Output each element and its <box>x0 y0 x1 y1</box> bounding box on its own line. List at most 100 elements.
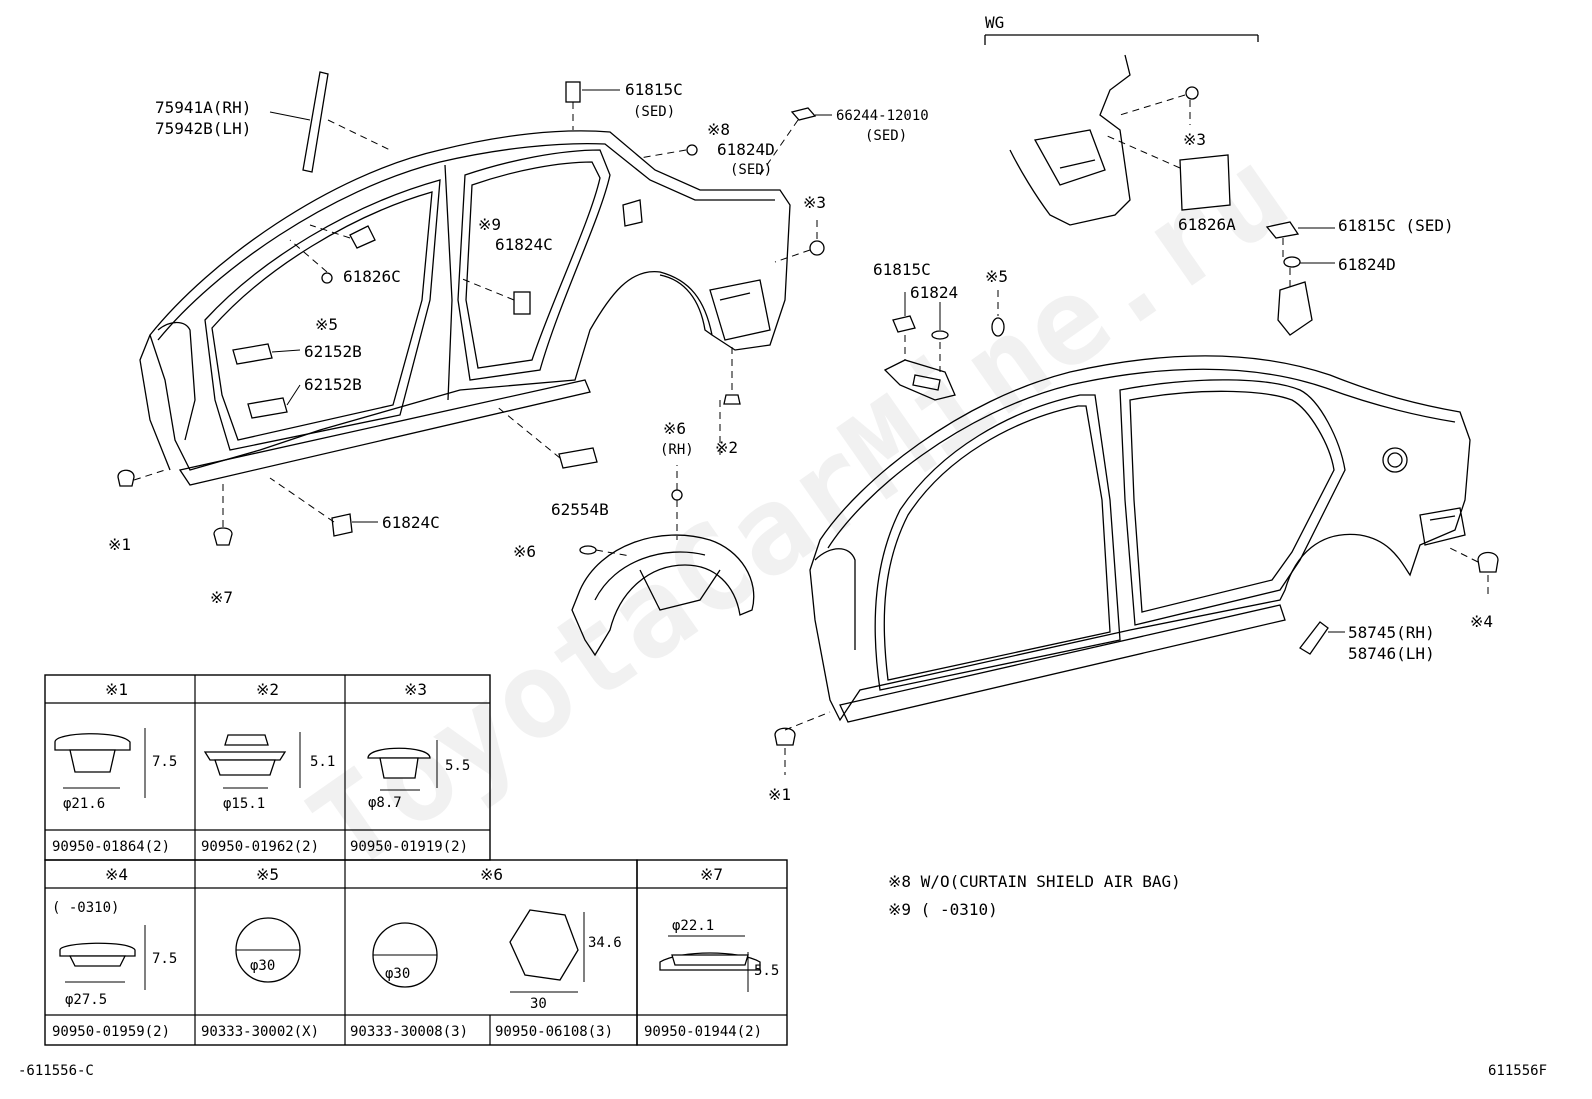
plug-5a <box>321 272 333 284</box>
part-no-1: 90950-01864(2) <box>52 839 170 855</box>
label-rh: (RH) <box>660 442 694 458</box>
label-61815c-sed: 61815C (SED) <box>1338 216 1454 235</box>
cell-head-5: ※5 <box>256 865 279 884</box>
plug-1a <box>117 469 135 487</box>
plug-61824d-r <box>1283 256 1301 268</box>
label-61826a: 61826A <box>1178 215 1236 234</box>
plug-6rh <box>671 489 683 501</box>
dim-4-d: φ27.5 <box>65 992 107 1008</box>
label-sed-2: (SED) <box>865 128 907 144</box>
ref-code-left: -611556-C <box>18 1063 94 1079</box>
pad-62152b-a <box>232 343 273 365</box>
plug-6 <box>579 545 597 555</box>
dim-4-h: 7.5 <box>152 951 177 967</box>
label-61824c-a: 61824C <box>495 235 553 254</box>
label-note3b: ※3 <box>1183 130 1206 149</box>
label-61824c-b: 61824C <box>382 513 440 532</box>
dim-6-h: 34.6 <box>588 935 622 951</box>
label-note8: ※8 <box>707 120 730 139</box>
tag-61815c-sed <box>1265 221 1300 239</box>
watermark: ToyotaCarMine.ru <box>286 122 1313 899</box>
part-no-3: 90950-01919(2) <box>350 839 468 855</box>
label-58746: 58746(LH) <box>1348 644 1435 663</box>
dim-6-d: φ30 <box>385 966 410 982</box>
label-note6-rh: ※6 <box>663 419 686 438</box>
hex-pad-6 <box>509 909 579 981</box>
dim-2-d: φ15.1 <box>223 796 265 812</box>
wheel-liner <box>571 534 755 657</box>
label-note5b: ※5 <box>985 267 1008 286</box>
label-62152b-b: 62152B <box>304 375 362 394</box>
label-61815c-top: 61815C <box>625 80 683 99</box>
right-leaders <box>784 547 1489 775</box>
label-75941a: 75941A(RH) <box>155 98 251 117</box>
part-no-5: 90333-30002(X) <box>201 1024 319 1040</box>
label-61824d: 61824D <box>717 140 775 159</box>
label-note4: ※4 <box>1470 612 1493 631</box>
molding-part <box>302 71 329 173</box>
dim-7-h: 5.5 <box>754 963 779 979</box>
fastener-table <box>44 674 788 1046</box>
cell-head-1: ※1 <box>105 680 128 699</box>
plug-1b <box>774 727 796 746</box>
left-leaders <box>133 89 832 557</box>
cell-head-6: ※6 <box>480 865 503 884</box>
clip-2 <box>723 394 741 405</box>
label-note9: ※9 <box>478 215 501 234</box>
note-4: ( -0310) <box>52 900 119 916</box>
wg-inset <box>984 34 1335 336</box>
label-61824d-r: 61824D <box>1338 255 1396 274</box>
left-parts <box>117 71 825 657</box>
part-no-7: 90950-01944(2) <box>644 1024 762 1040</box>
tag-61815c-m <box>892 315 916 333</box>
table-drawings <box>54 728 761 993</box>
label-note5a: ※5 <box>315 315 338 334</box>
label-sed-3: (SED) <box>730 162 772 178</box>
plug-4 <box>1477 551 1499 573</box>
label-61826c: 61826C <box>343 267 401 286</box>
plug-61824d <box>686 144 698 156</box>
trim-58745 <box>1299 621 1329 655</box>
table-text: ※1 ※2 ※3 7.5 φ21.6 5.1 φ15.1 5.5 φ8.7 90… <box>52 680 779 1040</box>
plug-3a <box>809 240 825 256</box>
dim-1-d: φ21.6 <box>63 796 105 812</box>
label-sed-1: (SED) <box>633 104 675 120</box>
dim-7-d: φ22.1 <box>672 918 714 934</box>
plug-5b <box>991 317 1005 337</box>
right-parts <box>774 290 1499 746</box>
callout-labels: 75941A(RH) 75942B(LH) 61815C (SED) 66244… <box>18 13 1547 1079</box>
part-no-4: 90950-01959(2) <box>52 1024 170 1040</box>
pad-62152b-b <box>247 397 288 419</box>
label-62554b: 62554B <box>551 500 609 519</box>
dim-2-h: 5.1 <box>310 754 335 770</box>
part-no-2: 90950-01962(2) <box>201 839 319 855</box>
legend-note9: ※9 ( -0310) <box>888 900 998 919</box>
dim-6-w: 30 <box>530 996 547 1012</box>
right-body-side-panel <box>809 355 1471 723</box>
label-75942b: 75942B(LH) <box>155 119 251 138</box>
label-note6: ※6 <box>513 542 536 561</box>
cell-head-7: ※7 <box>700 865 723 884</box>
label-note3a: ※3 <box>803 193 826 212</box>
part-no-6b: 90950-06108(3) <box>495 1024 613 1040</box>
left-body-side-panel <box>139 130 791 486</box>
label-58745: 58745(RH) <box>1348 623 1435 642</box>
dim-5-d: φ30 <box>250 958 275 974</box>
part-no-6a: 90333-30008(3) <box>350 1024 468 1040</box>
dim-3-d: φ8.7 <box>368 795 402 811</box>
label-66244: 66244-12010 <box>836 108 929 124</box>
pad-61824c-b <box>331 513 353 537</box>
pad-62554b <box>558 447 598 469</box>
label-61815c-m: 61815C <box>873 260 931 279</box>
pad-61824c-a <box>513 291 531 315</box>
ref-code-right: 611556F <box>1488 1063 1547 1079</box>
label-note1a: ※1 <box>108 535 131 554</box>
cell-head-4: ※4 <box>105 865 128 884</box>
label-wg: WG <box>985 13 1004 32</box>
tag-66244 <box>790 107 817 121</box>
legend-note8: ※8 W/O(CURTAIN SHIELD AIR BAG) <box>888 872 1181 891</box>
plug-61824 <box>931 330 949 340</box>
label-note2: ※2 <box>715 438 738 457</box>
label-62152b-a: 62152B <box>304 342 362 361</box>
